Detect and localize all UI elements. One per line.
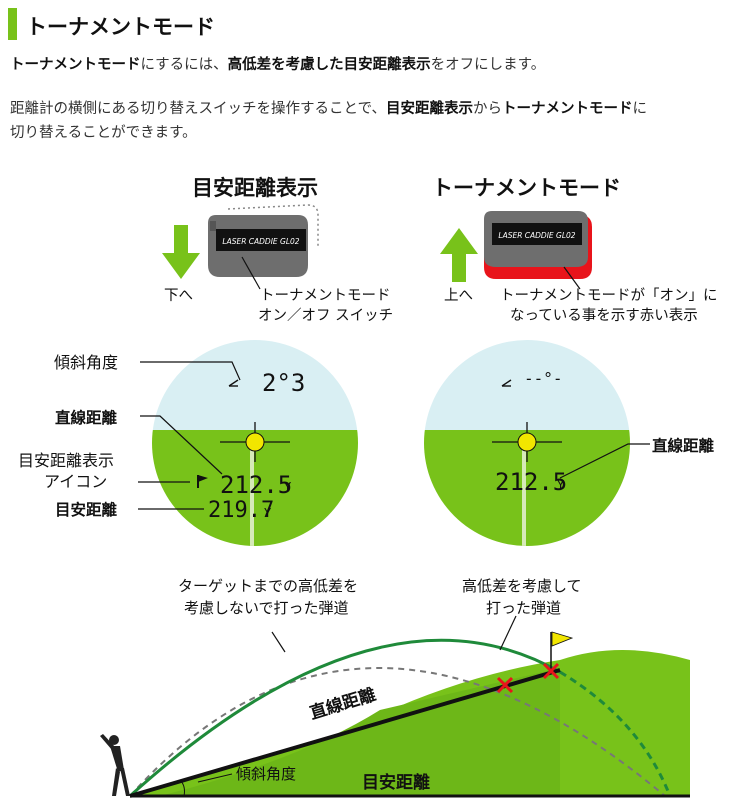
section-header: トーナメントモード bbox=[0, 4, 750, 40]
trajectory-no-slope bbox=[129, 667, 666, 797]
intro-term-tournament: トーナメントモード bbox=[501, 101, 633, 117]
slope-angle-label: 傾斜角度 bbox=[54, 353, 119, 372]
left-straight-unit: Y bbox=[284, 480, 292, 494]
header-accent-bar bbox=[8, 8, 17, 40]
trajectory-slope-label: 傾斜角度 bbox=[236, 765, 297, 783]
switch-label-1: トーナメントモード bbox=[260, 288, 391, 304]
right-straight-value: 212.5 bbox=[495, 468, 568, 496]
right-device-title: トーナメントモード bbox=[432, 176, 621, 200]
target-distance-label: 目安距離 bbox=[55, 501, 118, 519]
trajectory-target-label: 目安距離 bbox=[362, 773, 430, 793]
indicator-label-2: なっている事を示す赤い表示 bbox=[510, 308, 698, 324]
arrow-up-icon bbox=[440, 228, 478, 282]
icon-label-2: アイコン bbox=[44, 472, 108, 491]
intro-term-estimate: 高低差を考慮した目安距離表示 bbox=[227, 57, 431, 73]
intro-term-estimate: 目安距離表示 bbox=[385, 101, 473, 117]
right-leader-line bbox=[559, 443, 650, 479]
switch-leader-line bbox=[241, 256, 261, 290]
intro-paragraph-1: トーナメントモードにするには、高低差を考慮した目安距離表示をオフにします。 bbox=[10, 52, 545, 78]
intro-text: をオフにします。 bbox=[430, 57, 546, 73]
intro-paragraph-2: 距離計の横側にある切り替えスイッチを操作することで、目安距離表示からトーナメント… bbox=[10, 96, 647, 122]
left-leader-lines bbox=[138, 361, 241, 510]
device-label-plate bbox=[216, 229, 306, 251]
device-brand: LASER CADDIE GL02 bbox=[222, 237, 299, 246]
icon-label-1: 目安距離表示 bbox=[18, 451, 115, 470]
right-slope-value: --°- bbox=[524, 369, 563, 388]
left-straight-value: 212.5 bbox=[220, 471, 293, 499]
trajectory-diagram bbox=[100, 615, 690, 798]
cross-mark-icon bbox=[496, 662, 560, 694]
intro-text: から bbox=[472, 101, 502, 117]
left-target-value: 219.7 bbox=[208, 498, 275, 523]
left-viewfinder bbox=[152, 340, 358, 546]
right-arrow-label: 上へ bbox=[444, 288, 473, 304]
straight-distance-line bbox=[129, 668, 561, 798]
left-slope-value: 2°3 bbox=[262, 369, 306, 397]
intro-text: にするには、 bbox=[140, 57, 228, 73]
indicator-leader-line bbox=[563, 266, 581, 290]
arrow-down-icon bbox=[162, 225, 200, 279]
right-device-illustration: LASER CADDIE GL02 bbox=[484, 211, 592, 279]
left-device-title: 目安距離表示 bbox=[192, 176, 318, 200]
device-brand: LASER CADDIE GL02 bbox=[498, 231, 575, 240]
switch-label-2: オン／オフ スイッチ bbox=[258, 308, 394, 324]
right-straight-distance-label: 直線距離 bbox=[652, 437, 715, 455]
flag-icon bbox=[551, 631, 574, 647]
right-straight-unit: Y bbox=[557, 478, 565, 492]
intro-text: 距離計の横側にある切り替えスイッチを操作することで、 bbox=[10, 101, 386, 117]
left-arrow-label: 下へ bbox=[164, 288, 193, 304]
left-device-illustration: LASER CADDIE GL02 bbox=[208, 204, 319, 277]
trajectory-label-a-2: 考慮しないで打った弾道 bbox=[184, 599, 349, 617]
trajectory-label-b-1: 高低差を考慮して bbox=[462, 577, 582, 595]
device-label-plate bbox=[492, 223, 582, 245]
golfer-icon bbox=[100, 734, 130, 796]
trajectory-with-slope bbox=[128, 638, 561, 798]
trajectory-label-b-2: 打った弾道 bbox=[486, 599, 562, 617]
left-target-unit: Y bbox=[264, 506, 272, 520]
indicator-label-1: トーナメントモードが「オン」に bbox=[500, 288, 718, 304]
page-title: トーナメントモード bbox=[26, 15, 215, 39]
trajectory-label-a-1: ターゲットまでの高低差を bbox=[178, 577, 359, 595]
right-viewfinder bbox=[424, 340, 630, 546]
straight-distance-label: 直線距離 bbox=[55, 409, 118, 427]
intro-paragraph-3: 切り替えることができます。 bbox=[10, 125, 197, 141]
intro-term-tournament: トーナメントモード bbox=[10, 57, 141, 73]
intro-text: に bbox=[632, 101, 647, 117]
